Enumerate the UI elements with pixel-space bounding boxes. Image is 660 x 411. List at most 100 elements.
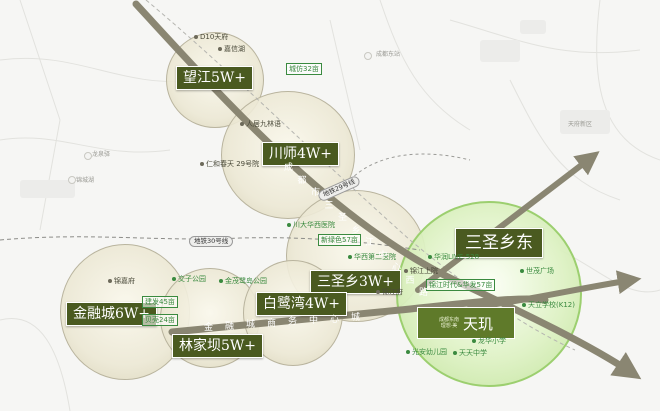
- arrow-east-se: [467, 270, 642, 311]
- dashed-connector: [349, 153, 471, 181]
- poi-label: 城仿32亩: [286, 63, 322, 75]
- road-label-char: 都: [297, 175, 307, 186]
- map-marker-icon: [84, 152, 92, 160]
- poi-label: 仁和春天 29号院: [206, 160, 260, 168]
- poi-xinhuagong: 新绿色57亩: [318, 234, 361, 246]
- map-label-tianfu: 天府新区: [568, 121, 593, 128]
- poi-label: 华润LIVE-528: [434, 253, 480, 261]
- poi-label: 锦嘉府: [114, 277, 135, 285]
- road-label-char: 中: [378, 250, 388, 261]
- road-label-char: 心: [330, 314, 340, 325]
- poi-jiachenghu: 嘉信湖: [218, 44, 245, 54]
- road-label-char: 西: [405, 275, 415, 286]
- poi-dot-icon: [240, 122, 244, 126]
- poi-jinjiang-fu: 锦江府: [376, 287, 403, 297]
- road-label-char: 中: [309, 316, 319, 326]
- project-sub-line1: 成都东南: [438, 317, 459, 323]
- poi-jiaozi: 交子公园: [172, 274, 206, 284]
- poi-jinke: 金茂鹭岛公园: [219, 276, 267, 286]
- poi-renhe: 仁和春天 29号院: [200, 159, 259, 169]
- road-label-char: 成: [284, 163, 294, 173]
- poi-label: D10天府: [200, 33, 229, 41]
- map-marker-icon: [364, 52, 372, 60]
- poi-dot-icon: [472, 339, 476, 343]
- area-label-bailuwan: 白鹭湾4W+: [256, 292, 348, 316]
- poi-dot-icon: [522, 303, 526, 307]
- project-subtitle: 成都东南 理想·美: [439, 317, 459, 329]
- area-label-sanshengxiang: 三圣乡3W+: [310, 270, 402, 294]
- poi-dot-icon: [219, 279, 223, 283]
- road-label-char: 圣: [338, 213, 348, 223]
- area-label-wangjiang: 望江5W+: [176, 66, 254, 90]
- map-label-jinchenghu: 锦城湖: [76, 177, 95, 184]
- road-label-char: 三: [324, 200, 334, 211]
- poi-label: 人居九林语: [246, 120, 281, 128]
- poi-label: 龙华小学: [478, 337, 506, 345]
- poi-chengfang: 城仿32亩: [286, 63, 322, 75]
- road-label-char: 路: [419, 288, 429, 298]
- poi-dot-icon: [172, 277, 176, 281]
- poi-jianfa: 建发45亩: [142, 296, 178, 308]
- poi-jinjiang-jiang: 锦江时代&华发57亩: [426, 279, 496, 291]
- poi-label: 天天中学: [459, 349, 487, 357]
- metro-line-30: [0, 236, 421, 251]
- area-label-jinrongcheng: 金融城6W+: [66, 302, 158, 326]
- poi-label: 锦江上院: [410, 267, 438, 275]
- poi-shimao: 世茂广场: [520, 266, 554, 276]
- poi-chuanda: 川大华西医院: [287, 220, 335, 230]
- metro-badge-line30: 地铁30号线: [189, 236, 234, 247]
- project-marker[interactable]: 成都东南 理想·美 天玑: [417, 307, 515, 339]
- poi-label: 光安幼儿园: [412, 348, 447, 356]
- poi-dot-icon: [453, 351, 457, 355]
- poi-huarun: 华润LIVE-528: [428, 252, 479, 262]
- poi-label: 锦江时代&华发57亩: [426, 279, 496, 291]
- poi-label: 锦江府: [382, 288, 403, 296]
- poi-dot-icon: [428, 255, 432, 259]
- poi-label: 嘉信湖: [224, 45, 245, 53]
- area-label-sanshengxiangdong: 三圣乡东: [455, 228, 543, 258]
- road-label-char: 江: [365, 238, 375, 248]
- poi-label: 世茂广场: [526, 267, 554, 275]
- faint-blocks: [20, 20, 610, 198]
- poi-label: 贝壳24亩: [142, 314, 178, 326]
- poi-dot-icon: [348, 255, 352, 259]
- poi-tianli: 天立学校(K12): [522, 300, 575, 310]
- map-label-longquanyi: 龙泉驿: [92, 151, 111, 158]
- poi-dot-icon: [108, 279, 112, 283]
- poi-label: 交子公园: [178, 275, 206, 283]
- road-label-char: 务: [288, 317, 298, 328]
- road-label-char: 城: [351, 313, 361, 324]
- poi-renmin: 人居九林语: [240, 119, 281, 129]
- road-label-char: 心: [392, 263, 402, 273]
- road-label-char: 乡: [351, 225, 361, 236]
- poi-dot-icon: [218, 47, 222, 51]
- road-label-char: 城: [246, 320, 256, 331]
- poi-jinjiang-shang: 锦江上院: [404, 266, 438, 276]
- poi-dot-icon: [520, 269, 524, 273]
- poi-beike: 贝壳24亩: [142, 314, 178, 326]
- area-label-chuanshi: 川师4W+: [262, 142, 340, 166]
- poi-tianfu-zx: 天天中学: [453, 348, 487, 358]
- poi-guangan: 光安幼儿园: [406, 347, 447, 357]
- poi-dot-icon: [406, 350, 410, 354]
- road-label-char: 融: [225, 321, 235, 332]
- road-label-char: 商: [267, 318, 277, 329]
- poi-dot-icon: [404, 269, 408, 273]
- road-label-char: 金: [204, 323, 214, 333]
- poi-dot-icon: [287, 223, 291, 227]
- poi-label: 新绿色57亩: [318, 234, 361, 246]
- project-name: 天玑: [463, 314, 494, 333]
- poi-label: 金茂鹭岛公园: [225, 277, 267, 285]
- poi-d10: D10天府: [194, 32, 228, 42]
- poi-label: 建发45亩: [142, 296, 178, 308]
- metro-line-29: [145, 0, 576, 351]
- arrow-east-ne: [415, 151, 600, 293]
- poi-huaxi2: 华西第二医院: [348, 252, 396, 262]
- map-label-east-station: 成都东站: [376, 51, 401, 58]
- poi-longhua: 龙华小学: [472, 336, 506, 346]
- road-label-char: 市: [311, 188, 321, 198]
- poi-dot-icon: [194, 35, 198, 39]
